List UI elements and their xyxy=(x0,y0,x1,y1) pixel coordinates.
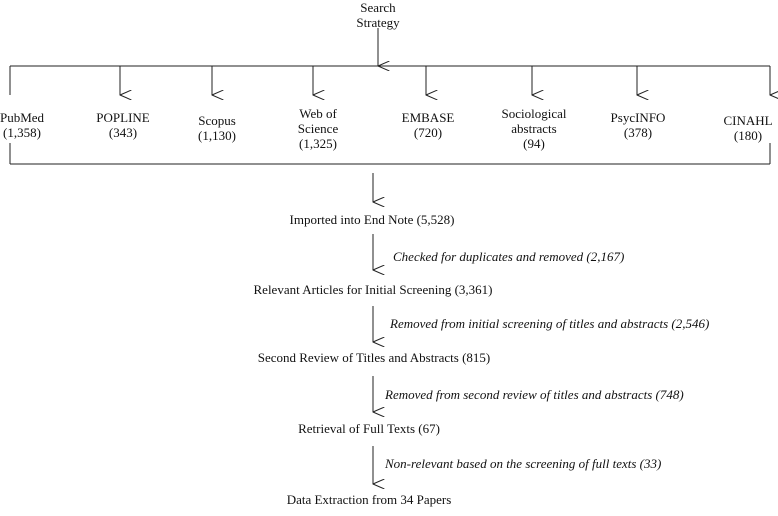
exclusion-full-texts: Non-relevant based on the screening of f… xyxy=(385,456,662,471)
exclusion-duplicates: Checked for duplicates and removed (2,16… xyxy=(393,249,625,264)
step-second-review: Second Review of Titles and Abstracts (8… xyxy=(257,350,491,365)
database-scopus: Scopus (1,130) xyxy=(198,113,236,143)
database-pubmed: PubMed (1,358) xyxy=(0,110,45,140)
step-imported: Imported into End Note (5,528) xyxy=(289,212,455,227)
database-cinahl: CINAHL (180) xyxy=(723,113,773,143)
database-popline: POPLINE (343) xyxy=(96,110,150,140)
database-embase: EMBASE (720) xyxy=(401,110,455,140)
step-data-extraction: Data Extraction from 34 Papers xyxy=(286,492,452,507)
exclusion-initial-screening: Removed from initial screening of titles… xyxy=(390,316,710,331)
search-strategy-label: Search Strategy xyxy=(356,0,400,30)
database-psycinfo: PsycINFO (378) xyxy=(610,110,666,140)
database-sociological-abstracts: Sociological abstracts (94) xyxy=(501,106,567,151)
step-full-text-retrieval: Retrieval of Full Texts (67) xyxy=(298,421,440,436)
exclusion-second-review: Removed from second review of titles and… xyxy=(385,387,684,402)
step-initial-screening: Relevant Articles for Initial Screening … xyxy=(253,282,493,297)
database-web-of-science: Web of Science (1,325) xyxy=(297,106,339,151)
